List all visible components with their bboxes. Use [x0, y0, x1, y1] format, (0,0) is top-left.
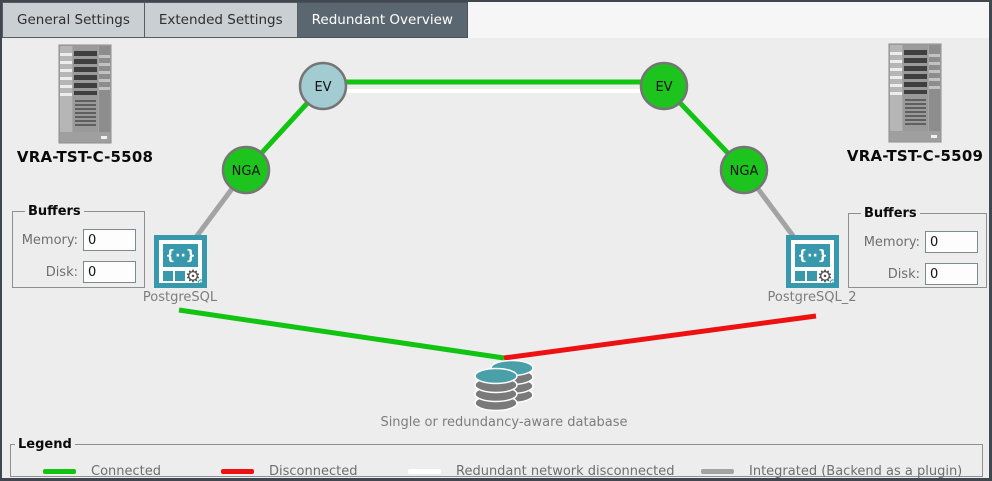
gear-small-icon: ⚙: [828, 278, 837, 288]
tab-extended-settings[interactable]: Extended Settings: [144, 2, 298, 38]
node-ev-left-label: EV: [314, 80, 331, 95]
legend-item-label: Redundant network disconnected: [456, 464, 675, 479]
database-icon: [474, 360, 534, 412]
server-tower-icon: [888, 43, 942, 143]
node-ev-right: EV: [639, 61, 689, 111]
line-postgres-db-connected: [178, 307, 505, 361]
buffers-right-title: Buffers: [864, 206, 917, 221]
disk-input-left[interactable]: [83, 261, 136, 283]
node-ev-right-label: EV: [655, 80, 672, 95]
redundancy-diagram-canvas: EV EV NGA NGA: [2, 38, 989, 479]
integrated-line-swatch: [701, 469, 734, 474]
node-nga-left-label: NGA: [232, 164, 261, 179]
postgres-icon: {··} ⚙ ⚙: [153, 235, 207, 288]
memory-label: Memory:: [21, 232, 78, 248]
database-caption: Single or redundancy-aware database: [380, 415, 628, 430]
node-nga-right-circle: [719, 145, 769, 195]
disk-label: Disk:: [887, 266, 920, 282]
memory-input-left[interactable]: [83, 229, 136, 251]
legend-item-label: Disconnected: [269, 464, 358, 479]
buffers-group-right: Buffers Memory: Disk:: [848, 206, 987, 288]
node-ev-right-circle: [639, 61, 689, 111]
node-nga-left: NGA: [221, 145, 271, 195]
tab-general-settings[interactable]: General Settings: [2, 2, 145, 38]
server-left: VRA-TST-C-5508: [17, 44, 153, 166]
node-nga-left-circle: [221, 145, 271, 195]
legend-item-label: Integrated (Backend as a plugin): [749, 464, 963, 479]
gear-icon: ⚙: [817, 267, 832, 287]
node-nga-right-label: NGA: [730, 164, 759, 179]
tab-redundant-overview[interactable]: Redundant Overview: [297, 2, 468, 38]
connected-line-swatch: [43, 469, 76, 474]
legend-item-connected: Connected: [43, 464, 162, 479]
buffers-group-left: Buffers Memory: Disk:: [12, 204, 145, 288]
legend-item-disconnected: Disconnected: [221, 464, 358, 479]
disconnected-line-swatch: [221, 469, 254, 474]
redundant-line-swatch: [408, 469, 441, 474]
postgres-right-label: PostgreSQL_2: [767, 290, 857, 305]
node-nga-right: NGA: [719, 145, 769, 195]
server-right-name: VRA-TST-C-5509: [846, 147, 984, 165]
node-ev-left: EV: [298, 61, 348, 111]
legend-item-label: Connected: [91, 464, 162, 479]
postgres-icon: {··} ⚙ ⚙: [785, 235, 839, 288]
line-postgres2-db-disconnected: [503, 313, 817, 361]
gear-small-icon: ⚙: [196, 278, 205, 288]
connection-wires: EV EV NGA NGA: [176, 61, 817, 361]
postgres-left: {··} ⚙ ⚙ PostgreSQL: [130, 235, 230, 305]
legend-title: Legend: [18, 437, 72, 452]
legend-group: Legend Connected Disconnected Redundant …: [10, 437, 983, 479]
legend-item-integrated: Integrated (Backend as a plugin): [701, 464, 963, 479]
braces-glyph: {··}: [165, 248, 196, 264]
memory-input-right[interactable]: [925, 231, 978, 253]
postgres-left-label: PostgreSQL: [142, 290, 218, 305]
server-left-name: VRA-TST-C-5508: [16, 148, 154, 166]
disk-label: Disk:: [45, 264, 78, 280]
braces-glyph: {··}: [797, 248, 828, 264]
central-database: Single or redundancy-aware database: [379, 360, 629, 430]
node-ev-left-circle: [298, 61, 348, 111]
tab-bar: General Settings Extended Settings Redun…: [2, 2, 989, 38]
postgres-right: {··} ⚙ ⚙ PostgreSQL_2: [762, 235, 862, 305]
memory-label: Memory:: [863, 234, 920, 250]
legend-item-redundant-disconnected: Redundant network disconnected: [408, 464, 675, 479]
disk-input-right[interactable]: [925, 263, 978, 285]
server-right: VRA-TST-C-5509: [847, 43, 983, 165]
gear-icon: ⚙: [185, 267, 200, 287]
server-tower-icon: [58, 44, 112, 144]
buffers-left-title: Buffers: [28, 204, 81, 219]
